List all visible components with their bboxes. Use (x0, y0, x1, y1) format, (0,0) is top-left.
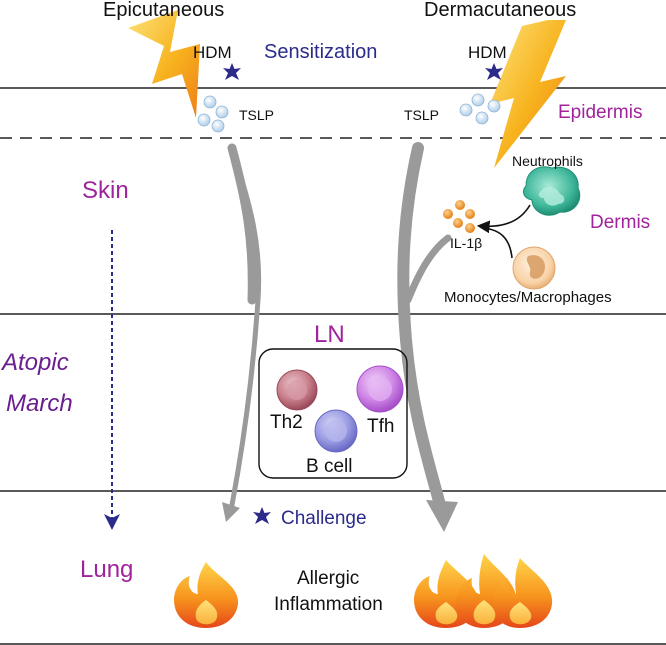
hdm-star-right-icon (485, 63, 503, 80)
dermacutaneous-label: Dermacutaneous (424, 0, 576, 21)
challenge-label: Challenge (281, 508, 367, 529)
hdm-star-left-icon (223, 63, 241, 80)
lung-label: Lung (80, 556, 133, 583)
atopic-label: Atopic (0, 349, 69, 376)
monocyte-to-il1b-arrow (483, 227, 513, 259)
lymph-node-box (258, 348, 408, 479)
b-cell-label: B cell (306, 456, 352, 477)
flame-left-icon (174, 562, 239, 628)
tslp-right-label: TSLP (404, 107, 439, 123)
epidermis-label: Epidermis (558, 102, 642, 123)
monocytes-macrophages-label: Monocytes/Macrophages (444, 289, 612, 306)
right-migration-arrow (397, 142, 458, 532)
tslp-left-label: TSLP (239, 107, 274, 123)
lightning-bolt-right-icon (490, 20, 566, 168)
hdm-star-challenge-icon (253, 507, 271, 524)
tfh-label: Tfh (367, 416, 394, 437)
tslp-dots-left-icon (197, 95, 229, 133)
th2-label: Th2 (270, 412, 303, 433)
epicutaneous-label: Epicutaneous (103, 0, 224, 21)
neutrophils-label: Neutrophils (512, 153, 583, 169)
inflammation-label: Inflammation (274, 594, 383, 615)
tslp-dots-right-icon (459, 93, 501, 125)
allergic-label: Allergic (297, 568, 359, 589)
sensitization-label: Sensitization (264, 41, 377, 63)
il1b-label: IL-1β (450, 235, 482, 251)
march-label: March (6, 390, 73, 417)
atopic-march-arrow (104, 230, 120, 530)
flame-right-cluster-icon (414, 554, 553, 628)
ln-label: LN (314, 321, 345, 348)
neutrophil-cell-icon (523, 166, 581, 216)
hdm-right-label: HDM (468, 43, 507, 62)
hdm-left-label: HDM (193, 43, 232, 62)
monocyte-cell-icon (512, 246, 556, 290)
dermis-label: Dermis (590, 212, 650, 233)
lightning-bolt-left-icon (128, 10, 200, 118)
skin-label: Skin (82, 177, 129, 204)
neutrophil-to-il1b-arrow (476, 204, 531, 234)
il1b-dots-icon (443, 200, 475, 233)
left-migration-arrow (222, 143, 262, 522)
